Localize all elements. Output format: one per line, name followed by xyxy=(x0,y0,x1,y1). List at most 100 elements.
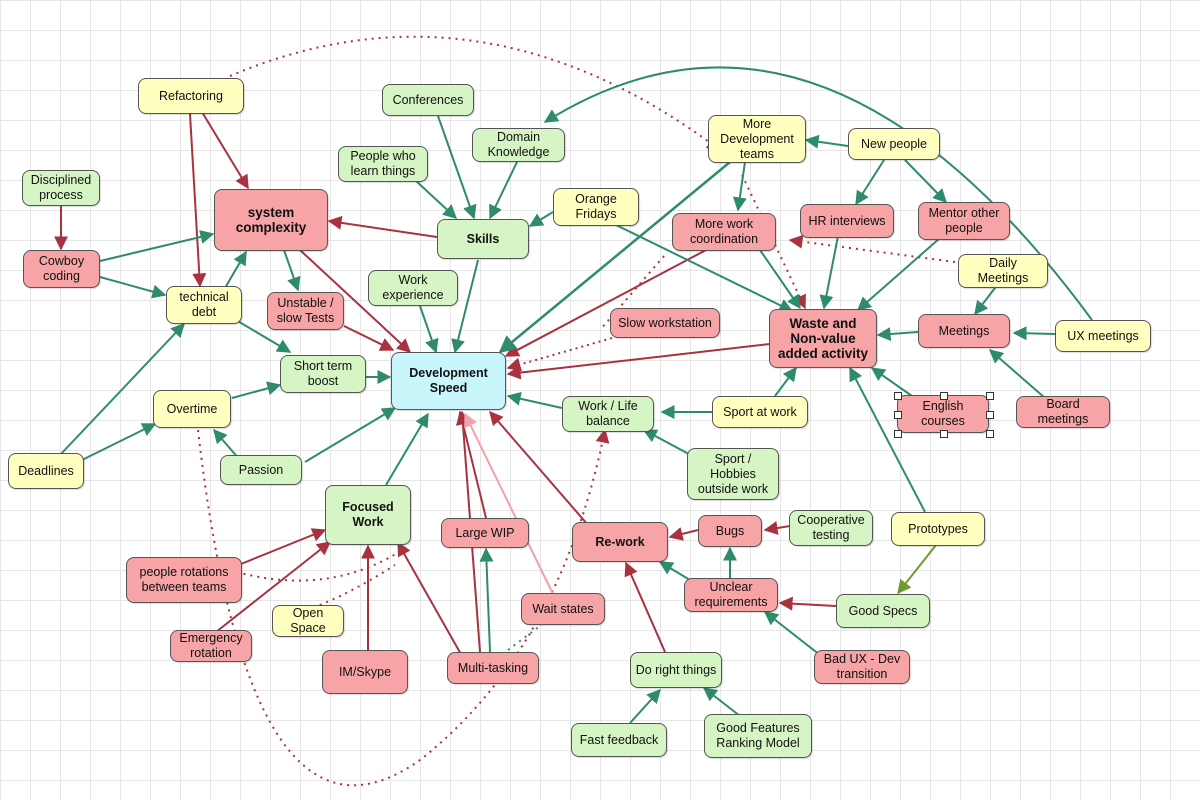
node-bugs[interactable]: Bugs xyxy=(698,515,762,547)
node-open-space[interactable]: Open Space xyxy=(272,605,344,637)
node-wait-states[interactable]: Wait states xyxy=(521,593,605,625)
node-board-meetings[interactable]: Board meetings xyxy=(1016,396,1110,428)
edge-newpeople-moredev xyxy=(804,134,849,149)
edge-multitask-dotted xyxy=(507,619,549,651)
edge-hr-waste xyxy=(819,235,839,310)
edge-techdebt-syscomplex xyxy=(224,250,247,289)
node-focused-work[interactable]: Focused Work xyxy=(325,485,411,545)
edge-syscomplex-devspeed xyxy=(299,249,412,353)
edge-refactoring-syscomplex xyxy=(201,111,249,190)
edge-newpeople-hr xyxy=(855,159,885,206)
edge-largewip-devspeed xyxy=(456,410,487,519)
edge-daily-meetings xyxy=(974,283,999,316)
node-ux-meetings[interactable]: UX meetings xyxy=(1055,320,1151,352)
edge-refactoring-arc xyxy=(229,35,722,151)
edge-peoplelearn-skills xyxy=(414,179,458,219)
edge-focused-devspeed xyxy=(385,412,429,486)
node-meetings[interactable]: Meetings xyxy=(918,314,1010,348)
node-technical-debt[interactable]: technical debt xyxy=(166,286,242,324)
edge-english-waste xyxy=(870,367,913,397)
edge-unstable-devspeed xyxy=(343,325,395,351)
edge-deadlines-techdebt xyxy=(59,322,185,456)
node-unclear-requirements[interactable]: Unclear requirements xyxy=(684,578,778,612)
edge-multitask-focused xyxy=(397,541,463,657)
node-conferences[interactable]: Conferences xyxy=(382,84,474,116)
node-im-skype[interactable]: IM/Skype xyxy=(322,650,408,694)
node-people-rotations[interactable]: people rotations between teams xyxy=(126,557,242,603)
node-passion[interactable]: Passion xyxy=(220,455,302,485)
node-more-work-coordination[interactable]: More work coordination xyxy=(672,213,776,251)
edge-wlb-devspeed xyxy=(506,391,563,409)
node-new-people[interactable]: New people xyxy=(848,128,940,160)
edge-skills-devspeed xyxy=(451,259,479,354)
node-good-features[interactable]: Good Features Ranking Model xyxy=(704,714,812,758)
node-development-speed[interactable]: Development Speed xyxy=(391,352,506,410)
node-hr-interviews[interactable]: HR interviews xyxy=(800,204,894,238)
node-daily-meetings[interactable]: Daily Meetings xyxy=(958,254,1048,288)
edge-slowws-devspeed xyxy=(506,337,613,372)
node-domain-knowledge[interactable]: Domain Knowledge xyxy=(472,128,565,162)
node-disciplined-process[interactable]: Disciplined process xyxy=(22,170,100,206)
selection-handle-tm[interactable] xyxy=(940,392,948,400)
node-work-life-balance[interactable]: Work / Life balance xyxy=(562,396,654,432)
node-sport-hobbies[interactable]: Sport / Hobbies outside work xyxy=(687,448,779,500)
node-english-courses[interactable]: English courses xyxy=(897,395,989,433)
edge-workexp-devspeed xyxy=(419,305,439,354)
selection-handle-br[interactable] xyxy=(986,430,994,438)
edge-ux-meetings-arc xyxy=(543,66,1093,321)
node-bad-ux-dev[interactable]: Bad UX - Dev transition xyxy=(814,650,910,684)
edge-domain-skills xyxy=(489,161,518,220)
node-system-complexity[interactable]: system complexity xyxy=(214,189,328,251)
node-good-specs[interactable]: Good Specs xyxy=(836,594,930,628)
edge-waste-devspeed xyxy=(506,343,771,380)
edge-rework-devspeed xyxy=(489,410,589,526)
node-sport-at-work[interactable]: Sport at work xyxy=(712,396,808,428)
selection-handle-tr[interactable] xyxy=(986,392,994,400)
edge-sportwork-waste xyxy=(774,366,797,397)
edge-rotations-focused xyxy=(235,528,327,567)
edge-emergency-focused xyxy=(215,541,332,633)
edge-dorightthings-rework xyxy=(624,561,666,653)
node-refactoring[interactable]: Refactoring xyxy=(138,78,244,114)
node-more-dev-teams[interactable]: More Development teams xyxy=(708,115,806,163)
selection-handle-bl[interactable] xyxy=(894,430,902,438)
selection-handle-ml[interactable] xyxy=(894,411,902,419)
node-do-right-things[interactable]: Do right things xyxy=(630,652,722,688)
selection-handle-tl[interactable] xyxy=(894,392,902,400)
node-skills[interactable]: Skills xyxy=(437,219,529,259)
node-prototypes[interactable]: Prototypes xyxy=(891,512,985,546)
node-deadlines[interactable]: Deadlines xyxy=(8,453,84,489)
edge-coop-bugs xyxy=(763,521,791,535)
node-emergency-rotation[interactable]: Emergency rotation xyxy=(170,630,252,662)
node-mentor-other-people[interactable]: Mentor other people xyxy=(918,202,1010,240)
node-waste[interactable]: Waste and Non-value added activity xyxy=(769,309,877,368)
selection-handle-bm[interactable] xyxy=(940,430,948,438)
edge-goodfeatures-dorightthings xyxy=(702,687,741,717)
edge-passion-devspeed xyxy=(304,407,397,463)
edge-conferences-skills xyxy=(437,115,477,220)
node-multi-tasking[interactable]: Multi-tasking xyxy=(447,652,539,684)
edge-ux-meetings xyxy=(1012,326,1056,341)
node-overtime[interactable]: Overtime xyxy=(153,390,231,428)
edge-mentor-waste xyxy=(856,237,941,311)
edge-overtime-shortterm xyxy=(231,381,282,399)
edge-multitask-largewip xyxy=(479,547,494,653)
node-work-experience[interactable]: Work experience xyxy=(368,270,458,306)
node-people-who-learn[interactable]: People who learn things xyxy=(338,146,428,182)
node-large-wip[interactable]: Large WIP xyxy=(441,518,529,548)
edge-newpeople-mentor xyxy=(904,159,947,204)
node-cooperative-testing[interactable]: Cooperative testing xyxy=(789,510,873,546)
node-orange-fridays[interactable]: Orange Fridays xyxy=(553,188,639,226)
node-slow-workstation[interactable]: Slow workstation xyxy=(610,308,720,338)
node-cowboy-coding[interactable]: Cowboy coding xyxy=(23,250,100,288)
node-fast-feedback[interactable]: Fast feedback xyxy=(571,723,667,757)
selection-handle-mr[interactable] xyxy=(986,411,994,419)
edge-goodspecs-unclear xyxy=(778,596,837,611)
node-re-work[interactable]: Re-work xyxy=(572,522,668,562)
edge-meetings-waste xyxy=(876,327,919,342)
node-short-term-boost[interactable]: Short term boost xyxy=(280,355,366,393)
node-unstable-slow-tests[interactable]: Unstable / slow Tests xyxy=(267,292,344,330)
edge-fastfeedback-dorightthings xyxy=(629,688,661,724)
